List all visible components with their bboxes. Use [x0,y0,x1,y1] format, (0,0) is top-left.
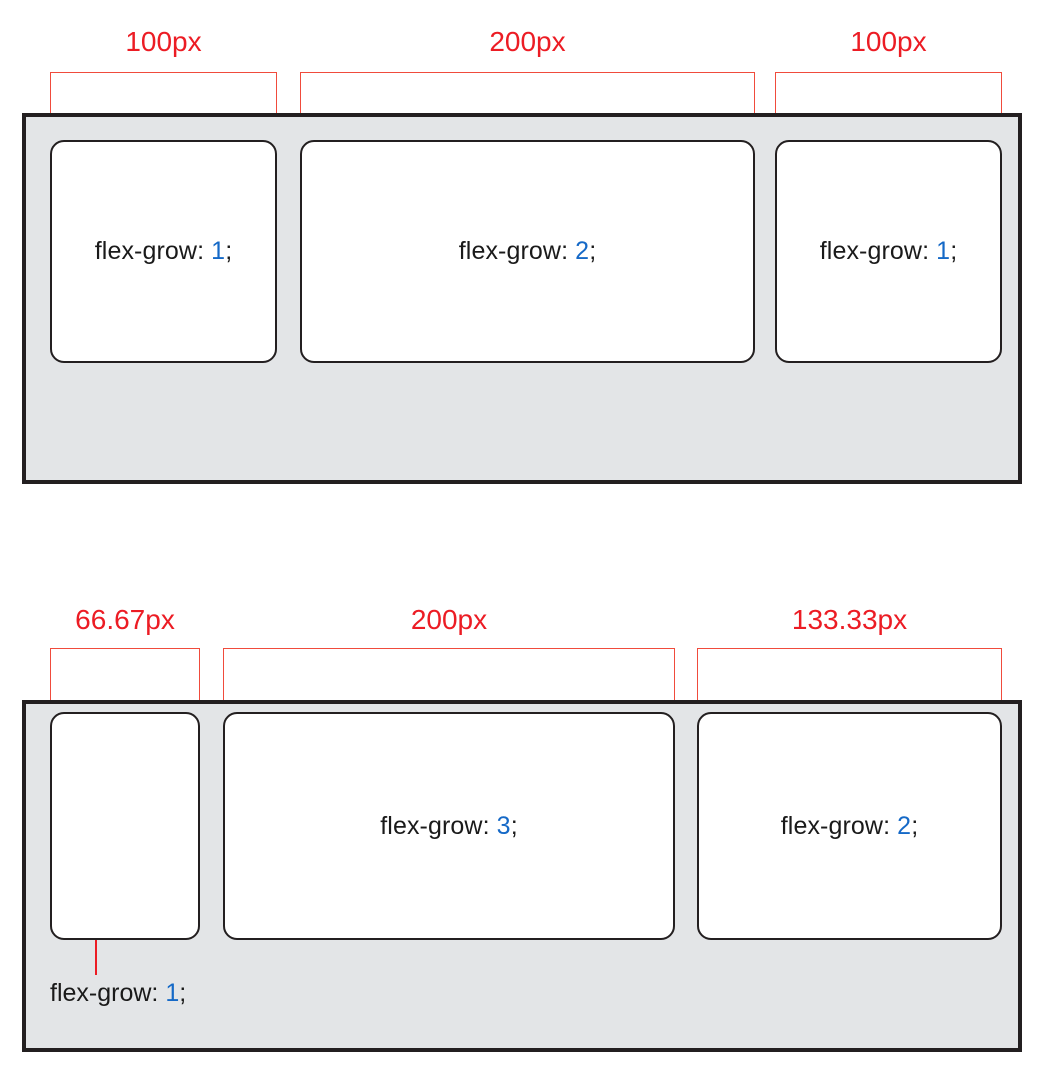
flex-item-r1-3-text: flex-grow: 1; [820,237,957,266]
measure-bracket-r2-c2 [223,648,675,714]
flex-item-r1-3-property: flex-grow: [819,237,930,265]
flex-item-r1-1: flex-grow: 1; [50,140,277,363]
flex-item-r2-2-semicolon: ; [510,811,518,840]
flex-item-r2-3-semicolon: ; [911,811,919,840]
measure-bracket-r1-c1 [50,72,277,142]
flex-item-r2-3-property: flex-grow: [780,811,891,840]
callout-label-value: 1 [165,979,180,1007]
measure-bracket-r2-c3 [697,648,1002,714]
measure-bracket-r1-c3 [775,72,1002,142]
flex-item-r1-1-property: flex-grow: [94,237,205,265]
flex-item-r1-1-text: flex-grow: 1; [95,237,232,266]
callout-label-semicolon: ; [179,979,187,1007]
measure-label-r1-c1: 100px [125,26,202,57]
callout-label-r2-1: flex-grow: 1; [50,979,186,1008]
flex-item-r2-2-value: 3 [496,811,511,840]
measure-bracket-r1-c2 [300,72,755,142]
measure-label-r2-c2: 200px [410,604,488,635]
flex-item-r1-2-property: flex-grow: [458,237,569,265]
measure-label-r2-c3: 133.33px [791,604,908,635]
callout-label-property: flex-grow: [50,979,159,1007]
measure-label-r2-c1: 66.67px [75,604,175,635]
flex-item-r2-2-text: flex-grow: 3; [380,812,517,841]
flex-item-r1-2-text: flex-grow: 2; [459,237,596,266]
flex-item-r2-2-property: flex-grow: [380,811,490,840]
flex-item-r1-2: flex-grow: 2; [300,140,755,363]
flex-item-r2-1 [50,712,200,940]
flex-item-r2-3: flex-grow: 2; [697,712,1002,940]
flex-item-r2-3-value: 2 [897,811,912,840]
callout-leader-line [95,940,97,975]
flex-item-r2-3-text: flex-grow: 2; [781,812,918,841]
flex-item-r1-1-semicolon: ; [225,237,233,265]
flex-item-r1-1-value: 1 [211,237,226,265]
flex-item-r1-3-semicolon: ; [950,237,958,265]
measure-label-r1-c3: 100px [850,26,927,57]
flex-item-r1-2-semicolon: ; [589,237,597,265]
flex-item-r1-3: flex-grow: 1; [775,140,1002,363]
flex-item-r2-2: flex-grow: 3; [223,712,675,940]
flex-item-r1-2-value: 2 [575,237,590,265]
measure-label-r1-c2: 200px [489,26,566,57]
flex-item-r1-3-value: 1 [936,237,951,265]
measure-bracket-r2-c1 [50,648,200,714]
